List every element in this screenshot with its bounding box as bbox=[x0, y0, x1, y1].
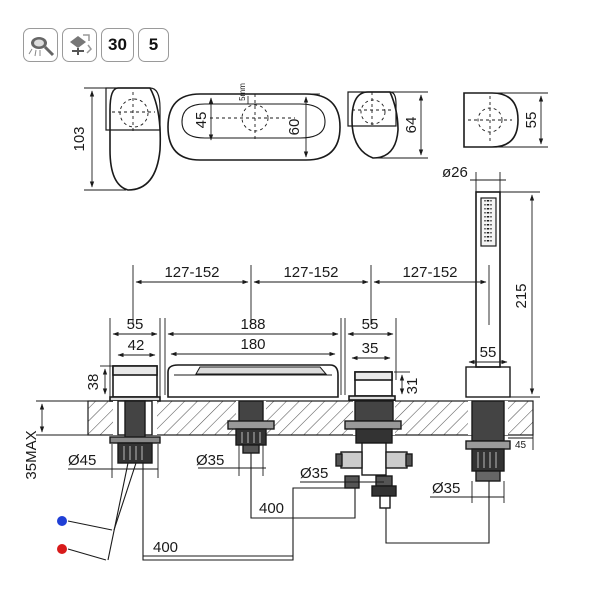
hose-400-lower-label: 400 bbox=[153, 539, 178, 556]
spacing-label-3: 127-152 bbox=[402, 264, 457, 281]
left-dia-label: Ø45 bbox=[68, 452, 96, 469]
shower-fitting bbox=[465, 400, 511, 482]
dim-spout-outer: 188 bbox=[240, 316, 265, 333]
spout-dia-label: Ø35 bbox=[196, 452, 224, 469]
dim-left-handle-width: 55 bbox=[127, 316, 144, 333]
cartridge-badge bbox=[62, 28, 97, 62]
dim-spout-inner: 180 bbox=[240, 336, 265, 353]
spacing-label-1: 127-152 bbox=[164, 264, 219, 281]
valve-dia-label: Ø35 bbox=[300, 465, 328, 482]
dim-left-handle-inner: 42 bbox=[128, 337, 145, 354]
hose-paths bbox=[107, 453, 490, 561]
badge-5: 5 bbox=[138, 28, 169, 62]
shower-dia-label: Ø35 bbox=[432, 480, 460, 497]
handshower-badge bbox=[23, 28, 58, 62]
top-view-handle-left bbox=[105, 87, 162, 191]
dim-55-top-label: 55 bbox=[523, 112, 540, 129]
spout-body bbox=[167, 364, 339, 398]
dim-215-label: 215 bbox=[513, 283, 530, 308]
hose-400-upper-label: 400 bbox=[259, 500, 284, 517]
elevation-dims bbox=[100, 318, 410, 400]
dim-55-shower-label: 55 bbox=[480, 344, 497, 361]
dim-60-label: 60 bbox=[286, 119, 303, 136]
cartridge-icon bbox=[69, 34, 92, 55]
right-handle bbox=[348, 371, 396, 401]
handshower-body bbox=[465, 191, 511, 398]
hot-water-dot bbox=[57, 544, 67, 554]
spout-fitting bbox=[227, 400, 275, 454]
supply-connectors bbox=[67, 520, 113, 561]
top-view-handle-right bbox=[347, 91, 399, 159]
dim-45-side-label: 45 bbox=[515, 440, 527, 451]
handshower-icon bbox=[28, 37, 54, 57]
dim-26-label: ø26 bbox=[442, 164, 468, 181]
dim-right-handle-width: 55 bbox=[362, 316, 379, 333]
left-valve-fitting bbox=[109, 400, 161, 464]
diverter-valve-body bbox=[335, 400, 413, 509]
dim-left-handle-height: 38 bbox=[85, 374, 102, 391]
top-view-handshower bbox=[463, 92, 519, 148]
deck-section bbox=[87, 400, 534, 436]
dim-103-label: 103 bbox=[71, 126, 88, 151]
dim-5mm-label: 5mm bbox=[238, 83, 247, 101]
dim-right-handle-height: 31 bbox=[404, 378, 421, 395]
left-handle bbox=[109, 365, 161, 402]
dim-45-label: 45 bbox=[193, 112, 210, 129]
badge-30: 30 bbox=[101, 28, 134, 62]
top-view-spout bbox=[167, 93, 341, 161]
spacing-label-2: 127-152 bbox=[283, 264, 338, 281]
cold-water-dot bbox=[57, 516, 67, 526]
dim-right-handle-inner: 35 bbox=[362, 340, 379, 357]
deck-35max-label: 35MAX bbox=[23, 430, 40, 479]
dim-64-label: 64 bbox=[403, 117, 420, 134]
